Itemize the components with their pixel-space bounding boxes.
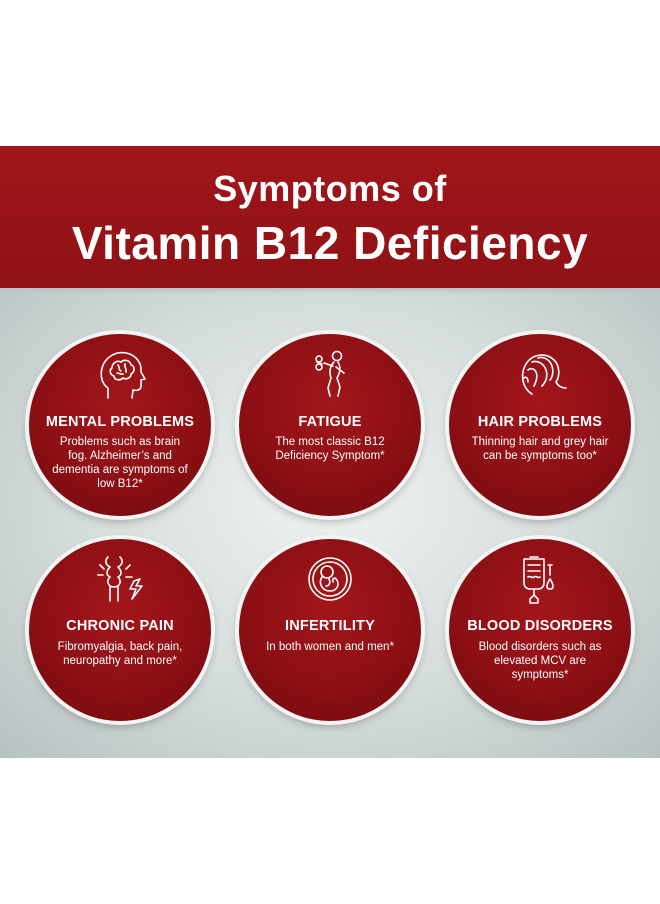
- hair-icon: [521, 354, 567, 395]
- symptom-description: Blood disorders such as elevated MCV are…: [478, 641, 602, 681]
- symptom-blood-disorders: BLOOD DISORDERS Blood disorders such as …: [449, 539, 631, 721]
- symptom-title: FATIGUE: [298, 414, 362, 430]
- title-line-1: Symptoms of: [213, 168, 447, 209]
- joint-pain-icon: [97, 556, 143, 602]
- symptom-mental-problems: MENTAL PROBLEMS Problems such as brain f…: [29, 334, 211, 516]
- symptom-title: MENTAL PROBLEMS: [45, 414, 195, 430]
- symptom-description: Thinning hair and grey hair can be sympt…: [471, 436, 609, 462]
- panel-shadow: [0, 288, 660, 294]
- title-banner: Symptoms of Vitamin B12 Deficiency: [0, 146, 660, 288]
- symptom-infertility: INFERTILITY In both women and men*: [239, 539, 421, 721]
- symptom-chronic-pain: CHRONIC PAIN Fibromyalgia, back pain, ne…: [29, 539, 211, 721]
- fetus-icon: [308, 557, 352, 601]
- symptom-title: CHRONIC PAIN: [66, 618, 174, 634]
- symptom-fatigue: FATIGUE The most classic B12 Deficiency …: [239, 334, 421, 516]
- blood-bag-icon: [523, 556, 554, 604]
- title-line-2: Vitamin B12 Deficiency: [71, 217, 589, 269]
- symptom-description: The most classic B12 Deficiency Symptom*: [275, 436, 385, 462]
- symptom-title: INFERTILITY: [284, 618, 375, 634]
- symptom-description: In both women and men*: [266, 641, 394, 653]
- brain-head-icon: [100, 351, 146, 399]
- tired-person-icon: [315, 350, 345, 397]
- symptom-description: Problems such as brain fog. Alzheimer’s …: [52, 436, 188, 490]
- symptom-description: Fibromyalgia, back pain, neuropathy and …: [57, 641, 183, 667]
- symptom-hair-problems: HAIR PROBLEMS Thinning hair and grey hai…: [449, 334, 631, 516]
- symptom-title: BLOOD DISORDERS: [467, 618, 613, 634]
- symptom-title: HAIR PROBLEMS: [477, 414, 603, 430]
- symptoms-panel: MENTAL PROBLEMS Problems such as brain f…: [0, 288, 660, 758]
